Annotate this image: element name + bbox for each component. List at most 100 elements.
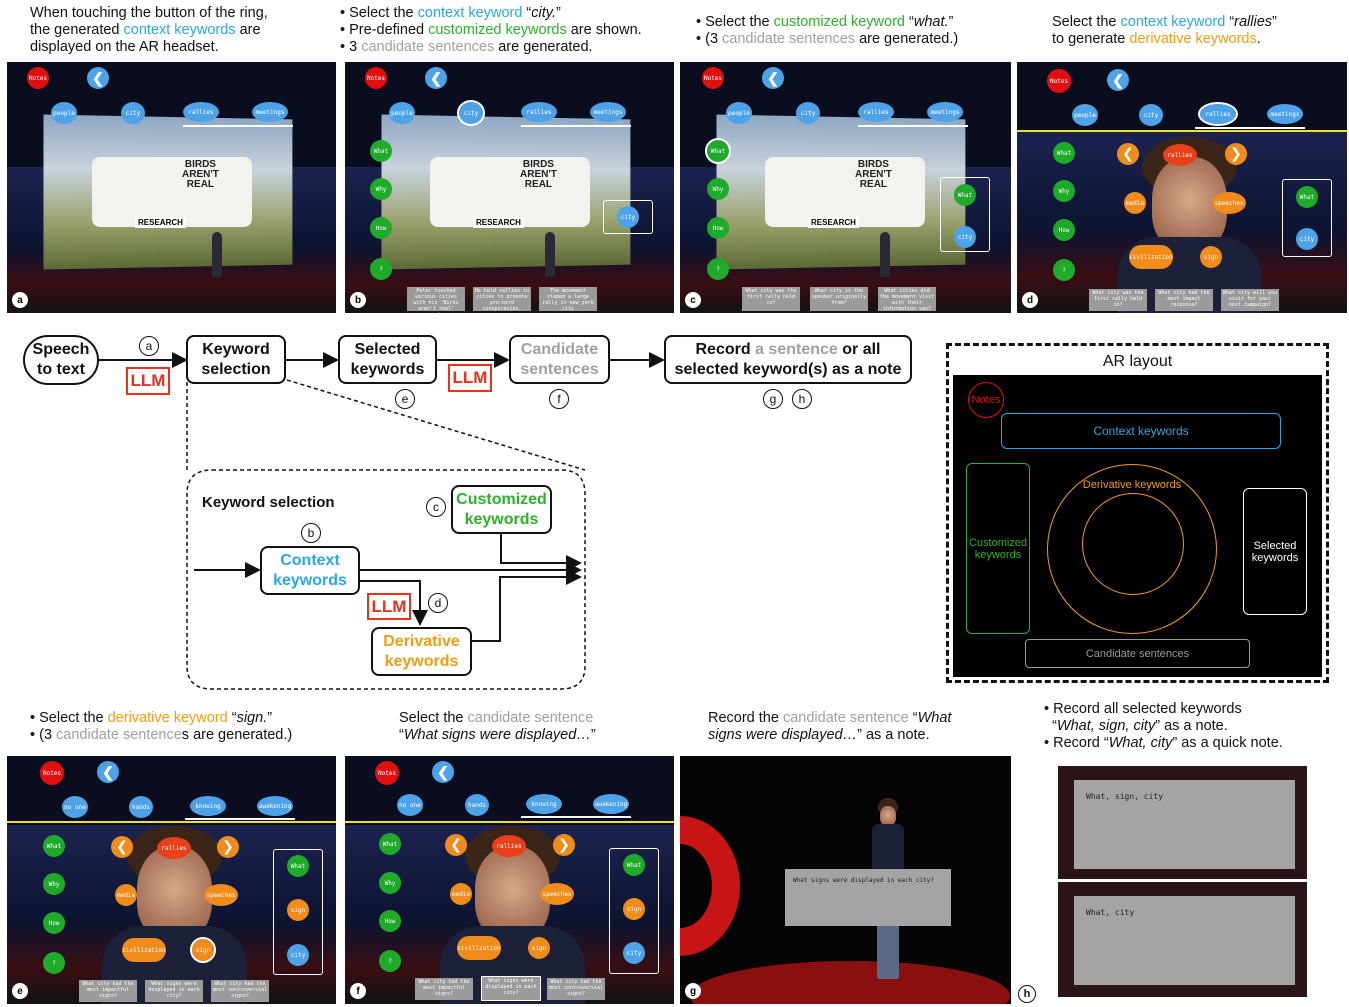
custom-keyword[interactable]: How	[707, 217, 729, 239]
candidate-sentence[interactable]: What city had the most impactful signs?	[79, 980, 137, 1002]
custom-keyword[interactable]: What	[379, 833, 401, 855]
context-keyword[interactable]: knowing	[190, 796, 226, 816]
derived-keyword[interactable]: speeches	[204, 884, 238, 906]
derived-keyword-selected[interactable]: sign	[190, 937, 216, 963]
selected-keyword[interactable]: city	[623, 942, 645, 964]
custom-keyword[interactable]: Why	[370, 178, 392, 200]
notes-button[interactable]: Notes	[702, 67, 724, 89]
custom-keyword[interactable]: How	[1053, 219, 1075, 241]
context-keyword[interactable]: people	[51, 102, 77, 124]
selected-keyword[interactable]: What	[1296, 186, 1318, 208]
custom-keyword[interactable]: How	[43, 912, 65, 934]
chevron-right-icon[interactable]: ❯	[553, 834, 575, 856]
derived-center[interactable]: rallies	[157, 837, 191, 859]
notes-button[interactable]: Notes	[40, 761, 64, 785]
selected-keyword[interactable]: What	[623, 854, 645, 876]
back-icon[interactable]: ❮	[762, 67, 784, 89]
context-keyword[interactable]: no one	[62, 796, 88, 818]
selected-keyword[interactable]: What	[954, 184, 976, 206]
derived-keyword[interactable]: speeches	[1212, 192, 1246, 214]
candidate-sentence[interactable]: What city had the most impact response?	[1155, 289, 1213, 311]
context-keyword[interactable]: people	[726, 102, 752, 124]
chevron-left-icon[interactable]: ❮	[111, 836, 133, 858]
custom-keyword[interactable]: ?	[379, 950, 401, 972]
context-keyword[interactable]: awakening	[593, 794, 629, 814]
context-keyword[interactable]: people	[1072, 104, 1098, 126]
selected-keyword[interactable]: city	[287, 944, 309, 966]
derived-keyword[interactable]: sign	[528, 937, 550, 959]
chevron-left-icon[interactable]: ❮	[1117, 143, 1139, 165]
derived-keyword[interactable]: civilization	[122, 938, 166, 962]
context-keyword[interactable]: rallies	[521, 102, 557, 122]
back-icon[interactable]: ❮	[1107, 69, 1129, 91]
back-icon[interactable]: ❮	[425, 67, 447, 89]
candidate-sentence[interactable]: What city was the first rally held in?	[1089, 289, 1147, 311]
candidate-sentence[interactable]: What city had the most impactful signs?	[415, 978, 473, 1000]
context-keyword[interactable]: meetings	[590, 102, 626, 122]
candidate-sentence[interactable]: Peter touched various cities with his 'B…	[407, 287, 465, 313]
derived-keyword[interactable]: media	[450, 883, 472, 905]
candidate-sentence[interactable]: He held rallies in cities to promote pro…	[473, 287, 531, 312]
custom-keyword[interactable]: ?	[1053, 259, 1075, 281]
candidate-sentence[interactable]: The movement staged a large rally in new…	[539, 287, 597, 312]
custom-keyword[interactable]: What	[1053, 142, 1075, 164]
custom-keyword[interactable]: What	[370, 140, 392, 162]
custom-keyword[interactable]: ?	[707, 258, 729, 280]
candidate-sentence[interactable]: What city had the most controversial sig…	[211, 980, 269, 1002]
selected-keyword[interactable]: sign	[623, 898, 645, 920]
derived-center[interactable]: rallies	[1163, 144, 1197, 166]
custom-keyword[interactable]: ?	[43, 952, 65, 974]
context-keyword[interactable]: city	[1139, 104, 1163, 126]
derived-keyword[interactable]: civilization	[1129, 245, 1173, 269]
context-keyword[interactable]: people	[389, 102, 415, 124]
chevron-left-icon[interactable]: ❮	[445, 834, 467, 856]
notes-button[interactable]: Notes	[1047, 69, 1071, 93]
context-keyword-selected[interactable]: rallies	[1198, 102, 1238, 126]
context-keyword[interactable]: meetings	[1267, 104, 1303, 124]
selected-keyword[interactable]: sign	[287, 899, 309, 921]
candidate-sentence-selected[interactable]: What signs were displayed in each city?	[481, 976, 541, 1001]
context-keyword[interactable]: meetings	[927, 102, 963, 122]
candidate-sentence[interactable]: What cities did the movement visit with …	[878, 287, 936, 312]
context-keyword[interactable]: city	[121, 102, 145, 124]
chevron-right-icon[interactable]: ❯	[217, 836, 239, 858]
candidate-sentence[interactable]: What city had the most controversial sig…	[547, 978, 605, 1000]
context-keyword[interactable]: rallies	[183, 102, 219, 122]
custom-keyword[interactable]: How	[379, 910, 401, 932]
derived-keyword[interactable]: sign	[1200, 246, 1222, 268]
back-icon[interactable]: ❮	[87, 67, 109, 89]
derived-keyword[interactable]: media	[115, 884, 137, 906]
notes-button[interactable]: Notes	[375, 761, 399, 785]
derived-keyword[interactable]: speeches	[540, 883, 574, 905]
derived-keyword[interactable]: civilization	[457, 936, 501, 960]
context-keyword[interactable]: rallies	[858, 102, 894, 122]
custom-keyword[interactable]: Why	[707, 178, 729, 200]
custom-keyword[interactable]: Why	[379, 872, 401, 894]
candidate-sentence[interactable]: What city is the speaker originally from…	[810, 287, 868, 311]
derived-keyword[interactable]: media	[1124, 192, 1146, 214]
candidate-sentence[interactable]: What city will you visit for your next c…	[1221, 289, 1279, 311]
context-keyword[interactable]: knowing	[526, 794, 562, 814]
back-icon[interactable]: ❮	[97, 761, 119, 783]
context-keyword[interactable]: hands	[465, 794, 489, 816]
context-keyword[interactable]: meetings	[252, 102, 288, 122]
context-keyword-selected[interactable]: city	[457, 100, 485, 126]
selected-keyword[interactable]: What	[287, 855, 309, 877]
custom-keyword[interactable]: How	[370, 217, 392, 239]
back-icon[interactable]: ❮	[432, 761, 454, 783]
context-keyword[interactable]: hands	[129, 796, 153, 818]
custom-keyword[interactable]: What	[43, 835, 65, 857]
chevron-right-icon[interactable]: ❯	[1225, 143, 1247, 165]
context-keyword[interactable]: awakening	[257, 796, 293, 816]
notes-button[interactable]: Notes	[27, 67, 49, 89]
selected-keyword[interactable]: city	[954, 226, 976, 248]
custom-keyword-selected[interactable]: What	[705, 138, 731, 164]
selected-keyword[interactable]: city	[617, 206, 639, 228]
custom-keyword[interactable]: ?	[370, 258, 392, 280]
context-keyword[interactable]: city	[796, 102, 820, 124]
context-keyword[interactable]: no one	[397, 794, 423, 816]
notes-button[interactable]: Notes	[365, 67, 387, 89]
custom-keyword[interactable]: Why	[43, 873, 65, 895]
candidate-sentence[interactable]: What city was the first rally held in?	[742, 287, 800, 311]
candidate-sentence[interactable]: What signs were displayed in each city?	[145, 980, 203, 1002]
